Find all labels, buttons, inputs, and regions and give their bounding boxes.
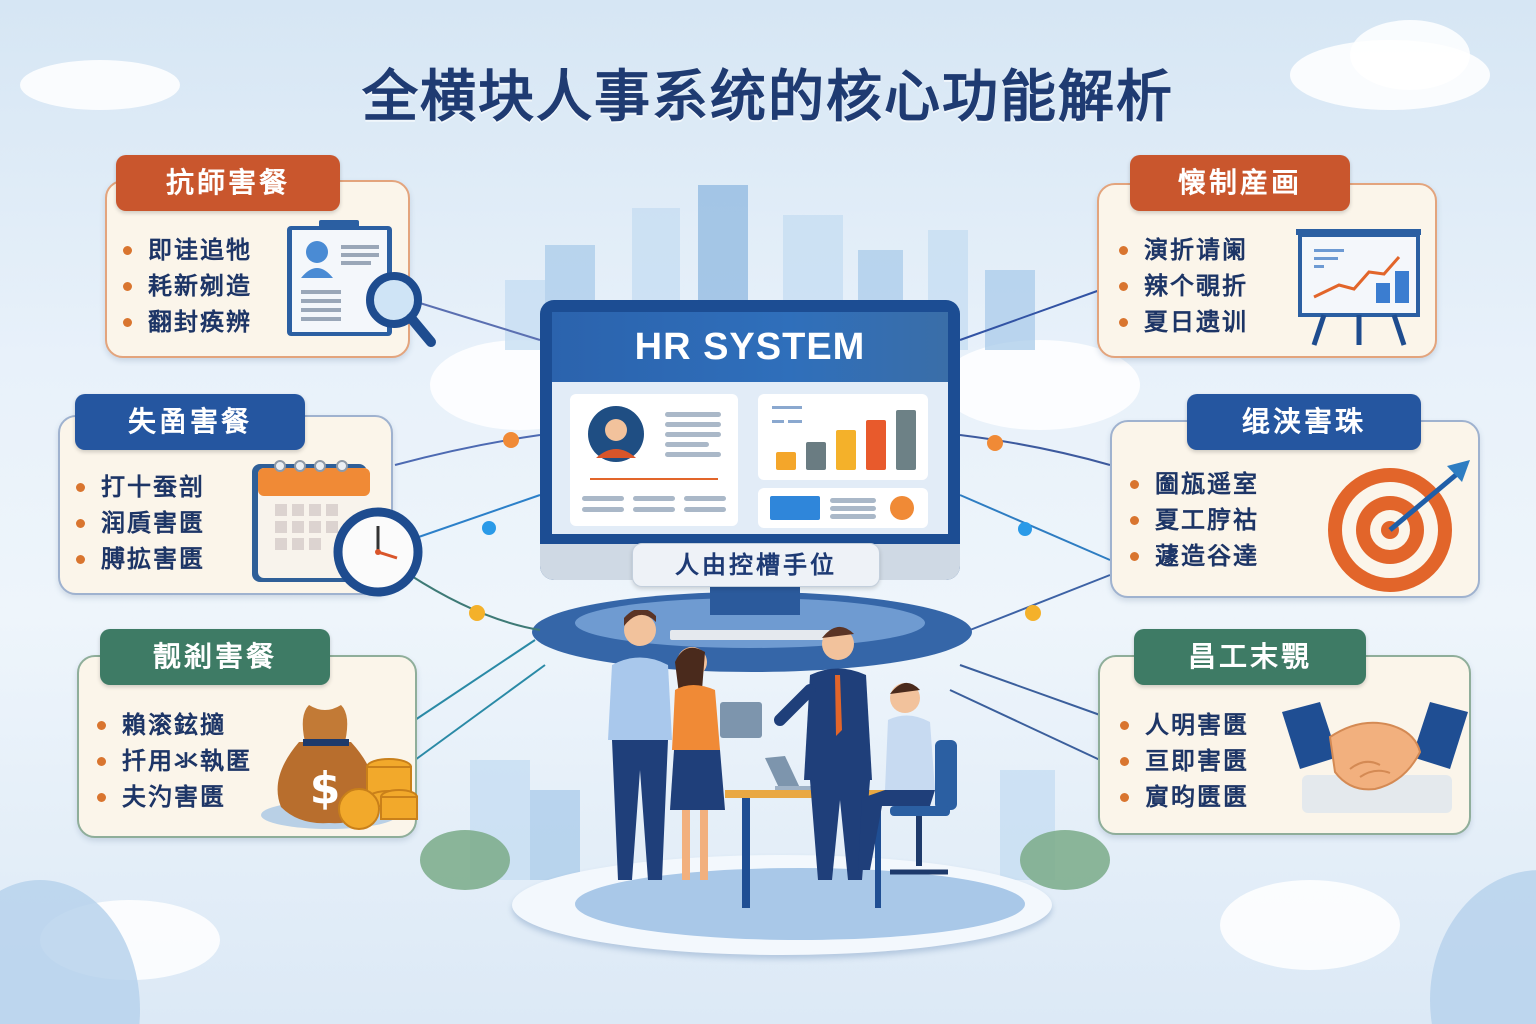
module-items: 即诖追牠 耗新剜造 翻封痪辨 <box>123 232 252 340</box>
module-items: 演折请阑 辣个覗折 夏日遗训 <box>1119 232 1248 340</box>
bullet-icon <box>1130 479 1139 489</box>
text-line <box>830 506 876 511</box>
module-title-badge: 绲浃害珠 <box>1187 394 1421 450</box>
bar-chart-panel <box>758 394 928 480</box>
monitor-label: 人由控槽手位 <box>632 543 880 587</box>
monitor-stand-neck <box>710 585 800 615</box>
bullet-icon <box>97 792 106 802</box>
bullet-icon <box>123 245 132 255</box>
text-line <box>665 442 709 447</box>
money-bag-coins-icon: $ <box>261 705 418 830</box>
bar-chart-icon <box>772 406 916 470</box>
team-meeting-illustration <box>608 610 957 908</box>
cloud-decoration <box>1220 880 1400 970</box>
bush-decoration <box>1020 830 1110 890</box>
module-card-bottom-left[interactable]: 賴滚鉉擿 扦用氺執匿 夫汋害匮 $ <box>77 655 418 838</box>
stand-slot <box>670 630 830 640</box>
bullet-icon <box>1119 281 1128 291</box>
handshake-icon <box>1282 702 1468 813</box>
svg-text:$: $ <box>310 763 341 814</box>
module-item: 演折请阑 <box>1119 232 1248 268</box>
module-item: 人明害匮 <box>1120 707 1249 743</box>
module-item: 扦用氺執匿 <box>97 743 252 779</box>
timeline <box>590 478 718 480</box>
blue-widget <box>770 496 820 520</box>
bullet-icon <box>1119 245 1128 255</box>
bullet-icon <box>76 482 85 492</box>
bullet-icon <box>1119 317 1128 327</box>
bullet-icon <box>1130 515 1139 525</box>
widget-panel <box>758 488 928 528</box>
skyline-building <box>985 270 1035 350</box>
status-dot-icon <box>890 496 914 520</box>
resume-magnifier-icon <box>287 220 436 347</box>
page-title: 全横块人事系统的核心功能解析 <box>362 65 1174 130</box>
module-title-badge: 懐制産画 <box>1130 155 1350 211</box>
module-item: 蘧造谷達 <box>1130 538 1259 574</box>
hr-system-monitor: HR SYSTEM <box>540 300 960 580</box>
text-line <box>633 507 675 512</box>
text-line <box>830 498 876 503</box>
monitor-screen: HR SYSTEM <box>552 312 948 534</box>
module-item: 夏工脝祜 <box>1130 502 1259 538</box>
bullet-icon <box>76 554 85 564</box>
module-items: 打十蚕剖 润貭害匮 膊拡害匮 <box>76 469 205 577</box>
module-item: 賔昀匮匮 <box>1120 779 1249 815</box>
module-item: 夫汋害匮 <box>97 779 252 815</box>
module-item: 亘即害匮 <box>1120 743 1249 779</box>
module-card-bottom-right[interactable]: 人明害匮 亘即害匮 賔昀匮匮 <box>1098 655 1471 835</box>
text-line <box>665 452 721 457</box>
cloud-decoration <box>1350 20 1470 90</box>
module-title-badge: 靓剎害餐 <box>100 629 330 685</box>
bullet-icon <box>123 281 132 291</box>
text-line <box>665 432 721 437</box>
text-line <box>633 496 675 501</box>
module-title-badge: 失圅害餐 <box>75 394 305 450</box>
bullet-icon <box>97 720 106 730</box>
text-line <box>582 496 624 501</box>
module-card-top-right[interactable]: 演折请阑 辣个覗折 夏日遗训 <box>1097 183 1437 358</box>
bullet-icon <box>1120 792 1129 802</box>
module-item: 辣个覗折 <box>1119 268 1248 304</box>
text-line <box>830 514 876 519</box>
module-items: 圗瓬遥室 夏工脝祜 蘧造谷達 <box>1130 466 1259 574</box>
module-item: 賴滚鉉擿 <box>97 707 252 743</box>
profile-panel <box>570 394 738 526</box>
calendar-clock-icon <box>252 460 423 597</box>
bullet-icon <box>76 518 85 528</box>
bullet-icon <box>1120 720 1129 730</box>
text-line <box>665 422 721 427</box>
presentation-chart-icon <box>1296 229 1421 346</box>
module-items: 賴滚鉉擿 扦用氺執匿 夫汋害匮 <box>97 707 252 815</box>
module-title-badge: 昌工末覨 <box>1134 629 1366 685</box>
avatar-icon <box>588 406 644 462</box>
module-title-badge: 抗師害餐 <box>116 155 340 211</box>
screen-title: HR SYSTEM <box>552 312 948 382</box>
module-item: 润貭害匮 <box>76 505 205 541</box>
bush-decoration <box>420 830 510 890</box>
bullet-icon <box>97 756 106 766</box>
target-arrow-icon <box>1328 460 1470 592</box>
text-line <box>582 507 624 512</box>
module-item: 翻封痪辨 <box>123 304 252 340</box>
bullet-icon <box>1120 756 1129 766</box>
text-line <box>665 412 721 417</box>
module-item: 即诖追牠 <box>123 232 252 268</box>
bullet-icon <box>123 317 132 327</box>
text-line <box>684 507 726 512</box>
module-item: 夏日遗训 <box>1119 304 1248 340</box>
module-item: 耗新剜造 <box>123 268 252 304</box>
skyline-building <box>530 790 580 880</box>
module-items: 人明害匮 亘即害匮 賔昀匮匮 <box>1120 707 1249 815</box>
skyline-building <box>505 280 545 350</box>
cloud-decoration <box>20 60 180 110</box>
module-item: 圗瓬遥室 <box>1130 466 1259 502</box>
text-line <box>684 496 726 501</box>
module-item: 膊拡害匮 <box>76 541 205 577</box>
module-item: 打十蚕剖 <box>76 469 205 505</box>
bullet-icon <box>1130 551 1139 561</box>
